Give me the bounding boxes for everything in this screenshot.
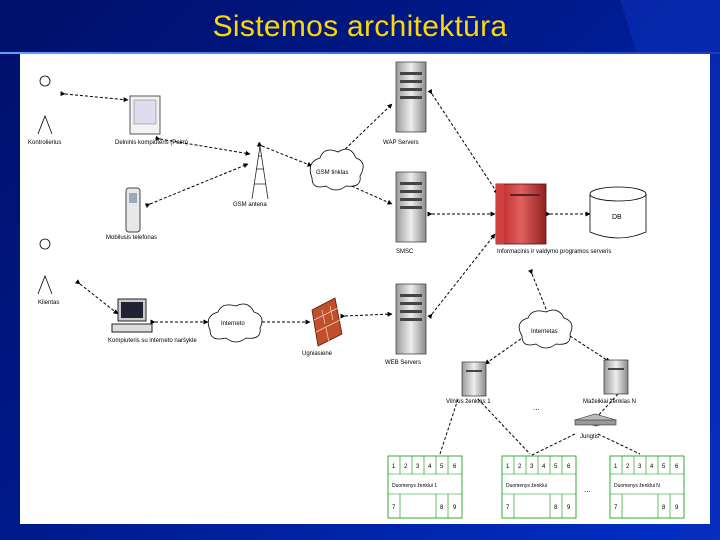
pda-label: Delninis kompiuteris (Palm) xyxy=(115,140,188,146)
gridn-top-5: 5 xyxy=(662,464,666,470)
grid2-top-4: 4 xyxy=(542,464,546,470)
grid1-top-6: 6 xyxy=(453,464,457,470)
gridn-bottom-5: 8 xyxy=(662,505,666,511)
router-icon xyxy=(573,413,618,427)
database-icon xyxy=(589,186,647,239)
ellipsis-top: ... xyxy=(533,403,540,412)
sign-grid-1: 1 2 3 4 5 6 Duomenys ženklui 1 7 8 9 xyxy=(387,455,463,519)
gsm-antenna-icon xyxy=(251,142,269,200)
firewall-icon xyxy=(311,297,343,347)
grid2-bottom-5: 8 xyxy=(554,505,558,511)
grid1-top-1: 1 xyxy=(392,464,396,470)
client-label: Klientas xyxy=(38,300,59,306)
slide-title: Sistemos architektūra xyxy=(212,10,508,43)
nodeN-label: Mažeikiai ženklas N xyxy=(583,399,636,405)
grid2-top-1: 1 xyxy=(506,464,510,470)
central-server-label: Informacinis ir valdymo programos server… xyxy=(497,249,611,255)
node1-computer-icon xyxy=(461,361,487,397)
wap-servers-label: WAP Servers xyxy=(383,140,419,146)
web-servers-label: WEB Servers xyxy=(385,360,421,366)
gridn-bottom-1: 7 xyxy=(614,505,618,511)
title-underline xyxy=(0,52,720,54)
wap-server-icon xyxy=(395,61,427,133)
grid1-top-3: 3 xyxy=(416,464,420,470)
gridn-top-1: 1 xyxy=(614,464,618,470)
router-label: Jungtis xyxy=(580,434,599,440)
grid1-bottom-6: 9 xyxy=(453,505,457,511)
grid1-top-2: 2 xyxy=(404,464,408,470)
network-label: Interneto xyxy=(221,321,245,327)
ellipsis-bottom: ... xyxy=(584,485,591,494)
sign-grid-2: 1 2 3 4 5 6 Duomenys ženklui 7 8 9 xyxy=(501,455,577,519)
pc-icon xyxy=(111,298,153,333)
network-cloud-icon xyxy=(207,303,263,343)
grid2-top-3: 3 xyxy=(530,464,534,470)
nodeN-computer-icon xyxy=(603,359,629,395)
sign-grid-n: 1 2 3 4 5 6 Duomenys ženklui N 7 8 9 xyxy=(609,455,685,519)
grid1-bottom-1: 7 xyxy=(392,505,396,511)
internet-cloud-icon xyxy=(518,309,573,349)
web-server-icon xyxy=(395,283,427,355)
grid1-top-4: 4 xyxy=(428,464,432,470)
client-person-icon xyxy=(37,238,53,295)
smsc-label: SMSC xyxy=(396,249,414,255)
gridn-caption: Duomenys ženklui N xyxy=(614,483,660,489)
gsm-network-label: GSM tinklas xyxy=(316,170,348,176)
gridn-top-3: 3 xyxy=(638,464,642,470)
grid1-caption: Duomenys ženklui 1 xyxy=(392,483,437,489)
grid2-top-6: 6 xyxy=(567,464,571,470)
database-label: DB xyxy=(612,214,622,221)
firewall-label: Ugniasienė xyxy=(302,351,333,357)
grid2-bottom-6: 9 xyxy=(567,505,571,511)
connections xyxy=(60,88,641,457)
gridn-top-6: 6 xyxy=(675,464,679,470)
smsc-server-icon xyxy=(395,171,427,243)
architecture-diagram: Kontrolierius Delninis kompiuteris (Palm… xyxy=(20,54,710,524)
grid2-bottom-1: 7 xyxy=(506,505,510,511)
pda-icon xyxy=(129,95,161,135)
gridn-bottom-6: 9 xyxy=(675,505,679,511)
gsm-network-cloud-icon xyxy=(309,148,364,191)
controller-label: Kontrolierius xyxy=(28,140,61,146)
central-server-icon xyxy=(495,183,547,245)
grid1-bottom-5: 8 xyxy=(440,505,444,511)
mobile-label: Mobilusis telefonas xyxy=(106,235,157,241)
gridn-top-4: 4 xyxy=(650,464,654,470)
grid2-caption: Duomenys ženklui xyxy=(506,483,547,489)
gridn-top-2: 2 xyxy=(626,464,630,470)
gsm-antenna-label: GSM antena xyxy=(233,202,267,208)
node1-label: Vilnius ženklas 1 xyxy=(446,399,491,405)
grid1-top-5: 5 xyxy=(440,464,444,470)
internet-label: Internetas xyxy=(531,329,558,335)
mobile-phone-icon xyxy=(125,187,141,233)
grid2-top-2: 2 xyxy=(518,464,522,470)
pc-label-line: Kompiuteris su interneto naršykle xyxy=(108,338,197,344)
controller-person-icon xyxy=(37,75,53,135)
grid2-top-5: 5 xyxy=(554,464,558,470)
